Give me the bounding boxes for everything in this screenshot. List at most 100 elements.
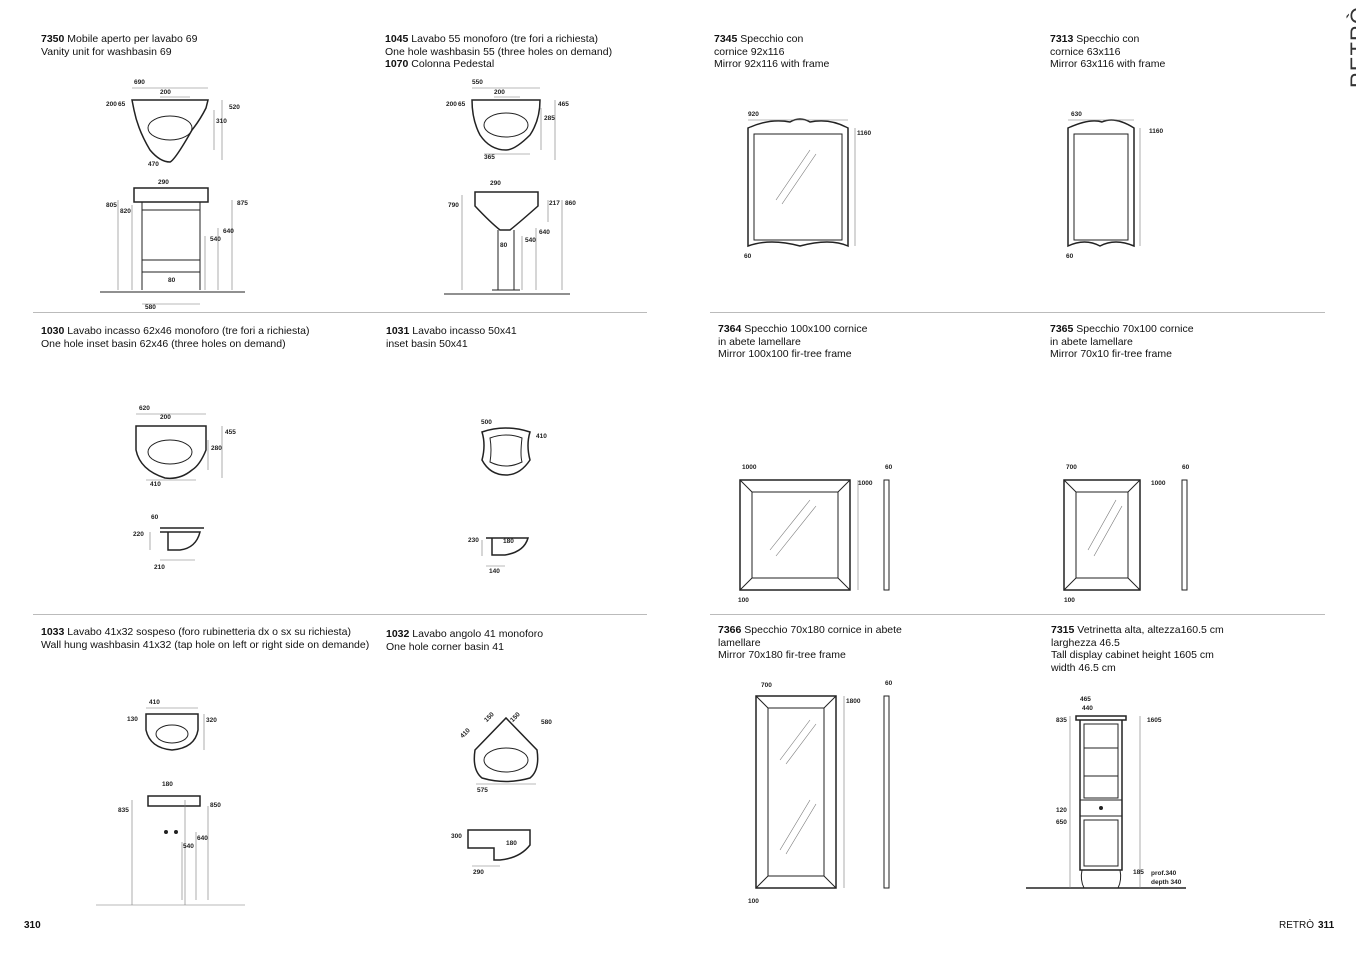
dimension-label: 410 xyxy=(150,481,161,488)
dimension-label: 310 xyxy=(216,118,227,125)
dimension-label: 860 xyxy=(565,200,576,207)
product-code: 1031 xyxy=(386,325,410,337)
dimension-label: 290 xyxy=(158,179,169,186)
dimension-label: 100 xyxy=(748,898,759,905)
caption-1032: 1032 Lavabo angolo 41 monoforo One hole … xyxy=(386,628,543,653)
product-title-en: Tall display cabinet height 1605 cm xyxy=(1051,649,1214,661)
dimension-label: 805 xyxy=(106,202,117,209)
product-title-en: Mirror 63x116 with frame xyxy=(1050,58,1166,70)
dimension-label: 850 xyxy=(210,802,221,809)
dimension-label: 640 xyxy=(223,228,234,235)
caption-1031: 1031 Lavabo incasso 50x41 inset basin 50… xyxy=(386,325,517,350)
dimension-label: 520 xyxy=(229,104,240,111)
product-code: 7350 xyxy=(41,33,65,45)
caption-7366: 7366 Specchio 70x180 cornice in abete la… xyxy=(718,624,902,662)
dimension-label: 690 xyxy=(134,79,145,86)
caption-1033: 1033 Lavabo 41x32 sospeso (foro rubinett… xyxy=(41,626,369,651)
dimension-label: 320 xyxy=(206,717,217,724)
drawing-1030-top xyxy=(135,413,223,481)
caption-1045: 1045 Lavabo 55 monoforo (tre fori a rich… xyxy=(385,33,612,71)
product-code: 7345 xyxy=(714,33,738,45)
caption-7313: 7313 Specchio con cornice 63x116 Mirror … xyxy=(1050,33,1165,71)
dimension-label: 1000 xyxy=(742,464,757,471)
dimension-label: 700 xyxy=(761,682,772,689)
dimension-label: 550 xyxy=(472,79,483,86)
dimension-label: 100 xyxy=(738,597,749,604)
product-title-it-2: in abete lamellare xyxy=(1050,335,1133,348)
drawing-1070-pedestal xyxy=(444,191,570,295)
dimension-label: 180 xyxy=(162,781,173,788)
drawing-7366-mirror xyxy=(755,695,890,889)
product-title-en: Wall hung washbasin 41x32 (tap hole on l… xyxy=(41,638,370,651)
dimension-label: 465 xyxy=(558,101,569,108)
product-title-it: Lavabo angolo 41 monoforo xyxy=(412,628,544,640)
dimension-label: 1160 xyxy=(1149,128,1164,135)
product-title-it-2: in abete lamellare xyxy=(718,335,801,348)
product-title-it: Specchio 70x100 cornice xyxy=(1076,323,1194,335)
drawing-7315-cabinet xyxy=(1026,715,1186,889)
dimension-label: 60 xyxy=(744,253,752,260)
dimension-label: 1800 xyxy=(846,698,861,705)
dimension-label: 455 xyxy=(225,429,236,436)
dimension-label: 200 xyxy=(106,101,117,108)
product-code: 7315 xyxy=(1051,624,1075,636)
product-title-en: Vanity unit for washbasin 69 xyxy=(41,45,172,58)
dimension-label: 60 xyxy=(885,464,893,471)
product-title-it: Specchio 100x100 cornice xyxy=(744,323,868,335)
dimension-label: 230 xyxy=(468,537,479,544)
dimension-label: 120 xyxy=(1056,807,1067,814)
product-title-it: Lavabo incasso 62x46 monoforo (tre fori … xyxy=(67,325,310,337)
dimension-label: 140 xyxy=(489,568,500,575)
dimension-label: 200 xyxy=(494,89,505,96)
page-number-left: 310 xyxy=(24,920,41,931)
product-code: 1045 xyxy=(385,33,409,45)
drawing-7365-mirror xyxy=(1063,479,1188,591)
dimension-label: 290 xyxy=(473,869,484,876)
dimension-label: 470 xyxy=(148,161,159,168)
dimension-label: depth 340 xyxy=(1151,879,1182,886)
dimension-label: 100 xyxy=(1064,597,1075,604)
dimension-label: 80 xyxy=(500,242,508,249)
drawing-1045-top xyxy=(471,87,556,160)
drawing-1031-section xyxy=(481,537,529,567)
dimension-label: 290 xyxy=(490,180,501,187)
dimension-label: 280 xyxy=(211,445,222,452)
product-title-it: Specchio con xyxy=(1076,33,1140,45)
dimension-label: 130 xyxy=(127,716,138,723)
dimension-label: 500 xyxy=(481,419,492,426)
dimension-label: 700 xyxy=(1066,464,1077,471)
dimension-label: 580 xyxy=(541,719,552,726)
dimension-label: 300 xyxy=(451,833,462,840)
product-title-it: Specchio con xyxy=(740,33,804,45)
dimension-label: 1000 xyxy=(858,480,873,487)
drawing-1033-top xyxy=(145,707,205,751)
dimension-label: 65 xyxy=(458,101,466,108)
product-code: 7313 xyxy=(1050,33,1074,45)
product-title-en: Mirror 70x10 fir-tree frame xyxy=(1050,348,1172,360)
dimension-label: 285 xyxy=(544,115,555,122)
divider xyxy=(710,614,1325,615)
divider xyxy=(33,614,647,615)
product-title-it: Specchio 70x180 cornice in abete xyxy=(744,624,902,636)
dimension-label: 790 xyxy=(448,202,459,209)
product-title-it: Lavabo 55 monoforo (tre fori a richiesta… xyxy=(411,33,599,45)
dimension-label: 640 xyxy=(197,835,208,842)
drawing-7350-front xyxy=(100,187,245,305)
drawing-7350-top xyxy=(131,87,223,163)
dimension-label: 640 xyxy=(539,229,550,236)
product-code: 1030 xyxy=(41,325,65,337)
dimension-label: 465 xyxy=(1080,696,1091,703)
dimension-label: 620 xyxy=(139,405,150,412)
caption-7315: 7315 Vetrinetta alta, altezza160.5 cm la… xyxy=(1051,624,1224,674)
dimension-label: 1000 xyxy=(1151,480,1166,487)
dimension-label: 60 xyxy=(1066,253,1074,260)
dimension-label: 410 xyxy=(149,699,160,706)
product-title-it: Lavabo incasso 50x41 xyxy=(412,325,517,337)
dimension-label: 580 xyxy=(145,304,156,311)
product-title-en: One hole corner basin 41 xyxy=(386,640,504,653)
caption-7364: 7364 Specchio 100x100 cornice in abete l… xyxy=(718,323,867,361)
dimension-label: 820 xyxy=(120,208,131,215)
caption-7350: 7350 Mobile aperto per lavabo 69 Vanity … xyxy=(41,33,197,58)
